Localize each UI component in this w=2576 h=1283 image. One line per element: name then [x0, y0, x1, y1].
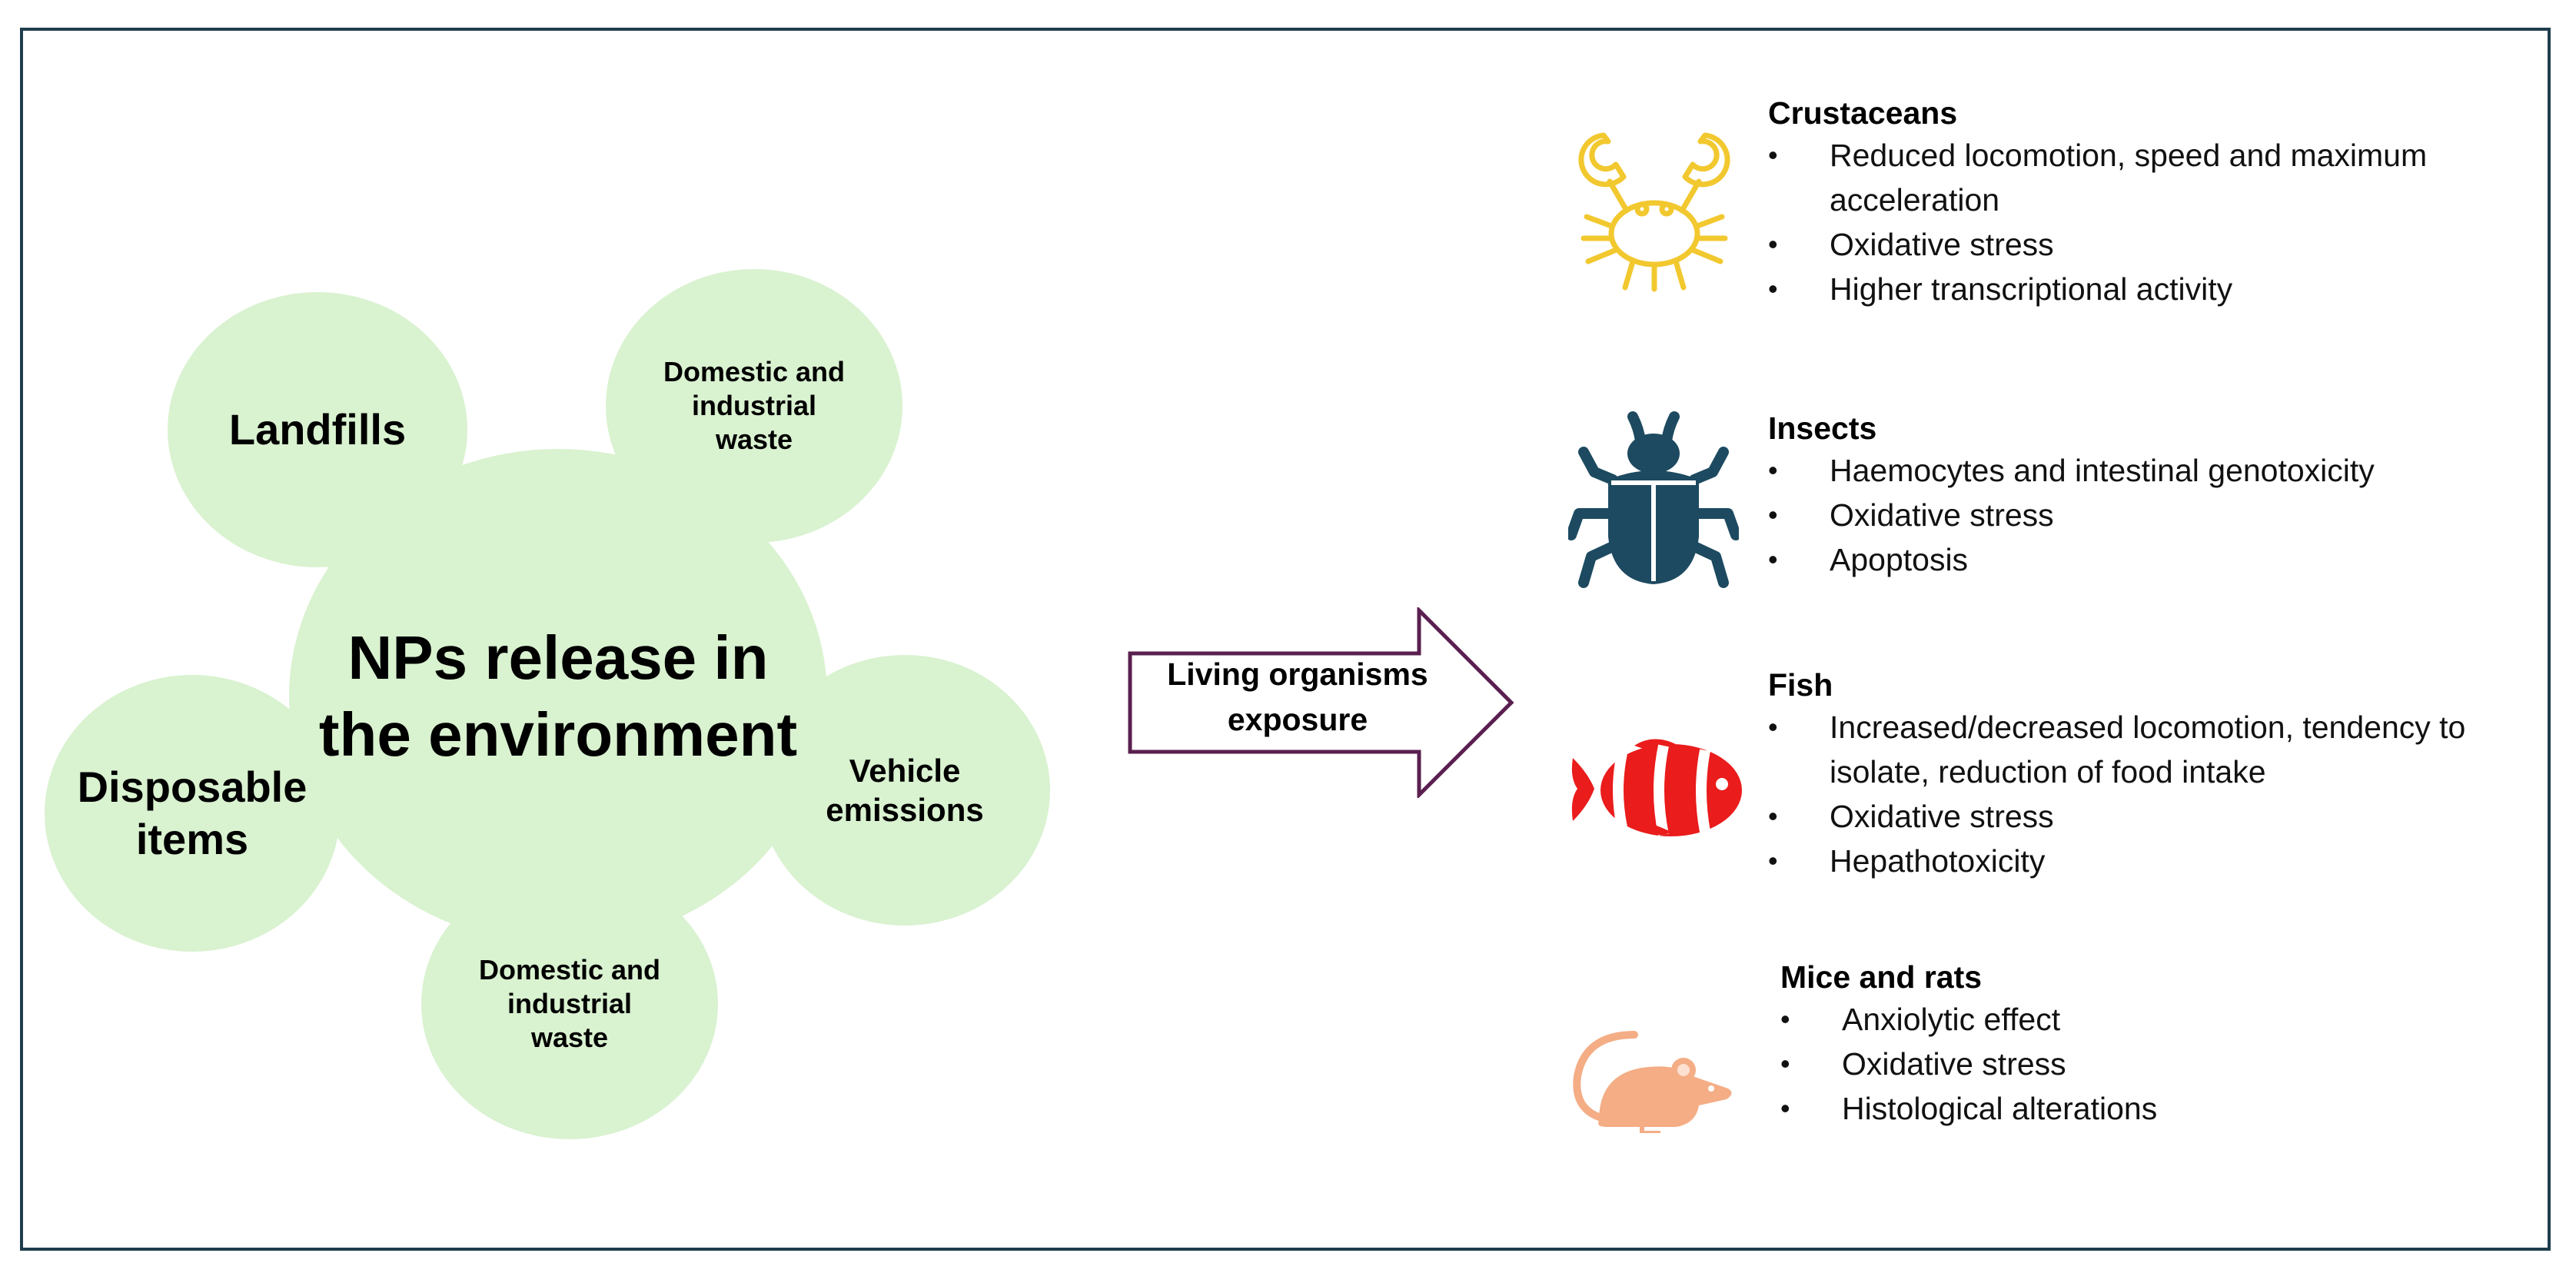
clownfish-icon — [1571, 739, 1742, 836]
center-label: NPs release in the environment — [318, 623, 798, 769]
effect-item: Oxidative stress — [1768, 493, 2552, 537]
center-circle: NPs release in the environment — [289, 449, 827, 944]
vehicle-label: Vehicle emissions — [826, 752, 984, 828]
effect-item: Anxiolytic effect — [1780, 997, 2549, 1042]
rodents-group: Mice and rats Anxiolytic effect Oxidativ… — [1780, 959, 2549, 1131]
landfills-circle: Landfills — [168, 292, 467, 567]
exposure-arrow — [1128, 607, 1514, 798]
exposure-label: Living organisms exposure — [1167, 656, 1428, 738]
rodents-effects: Anxiolytic effect Oxidative stress Histo… — [1780, 997, 2549, 1131]
waste-top-label: Domestic and industrial waste — [663, 356, 846, 455]
effect-item: Oxidative stress — [1768, 794, 2552, 839]
vehicle-circle: Vehicle emissions — [760, 655, 1050, 926]
effect-item: Oxidative stress — [1768, 222, 2552, 267]
disposable-label: Disposable items — [77, 762, 307, 863]
effect-item: Histological alterations — [1780, 1086, 2549, 1131]
rodents-title: Mice and rats — [1780, 959, 1983, 995]
effect-item: Haemocytes and intestinal genotoxicity — [1768, 448, 2552, 493]
crustaceans-title: Crustaceans — [1768, 95, 1958, 131]
fish-group: Fish Increased/decreased locomotion, ten… — [1768, 667, 2552, 883]
fish-effects: Increased/decreased locomotion, tendency… — [1768, 705, 2552, 883]
insects-title: Insects — [1768, 410, 1877, 446]
mouse-icon — [1573, 1031, 1732, 1133]
disposable-circle: Disposable items — [45, 675, 340, 952]
effect-item: Oxidative stress — [1780, 1042, 2549, 1086]
beetle-icon — [1568, 411, 1739, 588]
crab-icon — [1578, 132, 1730, 292]
landfills-label: Landfills — [228, 404, 407, 454]
crustaceans-effects: Reduced locomotion, speed and maximum ac… — [1768, 133, 2552, 311]
insects-group: Insects Haemocytes and intestinal genoto… — [1768, 410, 2552, 582]
effect-item: Higher transcriptional activity — [1768, 267, 2552, 311]
effect-item: Reduced locomotion, speed and maximum ac… — [1768, 133, 2552, 222]
waste-bottom-label: Domestic and industrial waste — [478, 954, 661, 1053]
crustaceans-group: Crustaceans Reduced locomotion, speed an… — [1768, 95, 2552, 311]
effect-item: Increased/decreased locomotion, tendency… — [1768, 705, 2552, 794]
insects-effects: Haemocytes and intestinal genotoxicity O… — [1768, 448, 2552, 582]
effect-item: Hepathotoxicity — [1768, 839, 2552, 883]
fish-title: Fish — [1768, 667, 1833, 703]
effect-item: Apoptosis — [1768, 537, 2552, 582]
